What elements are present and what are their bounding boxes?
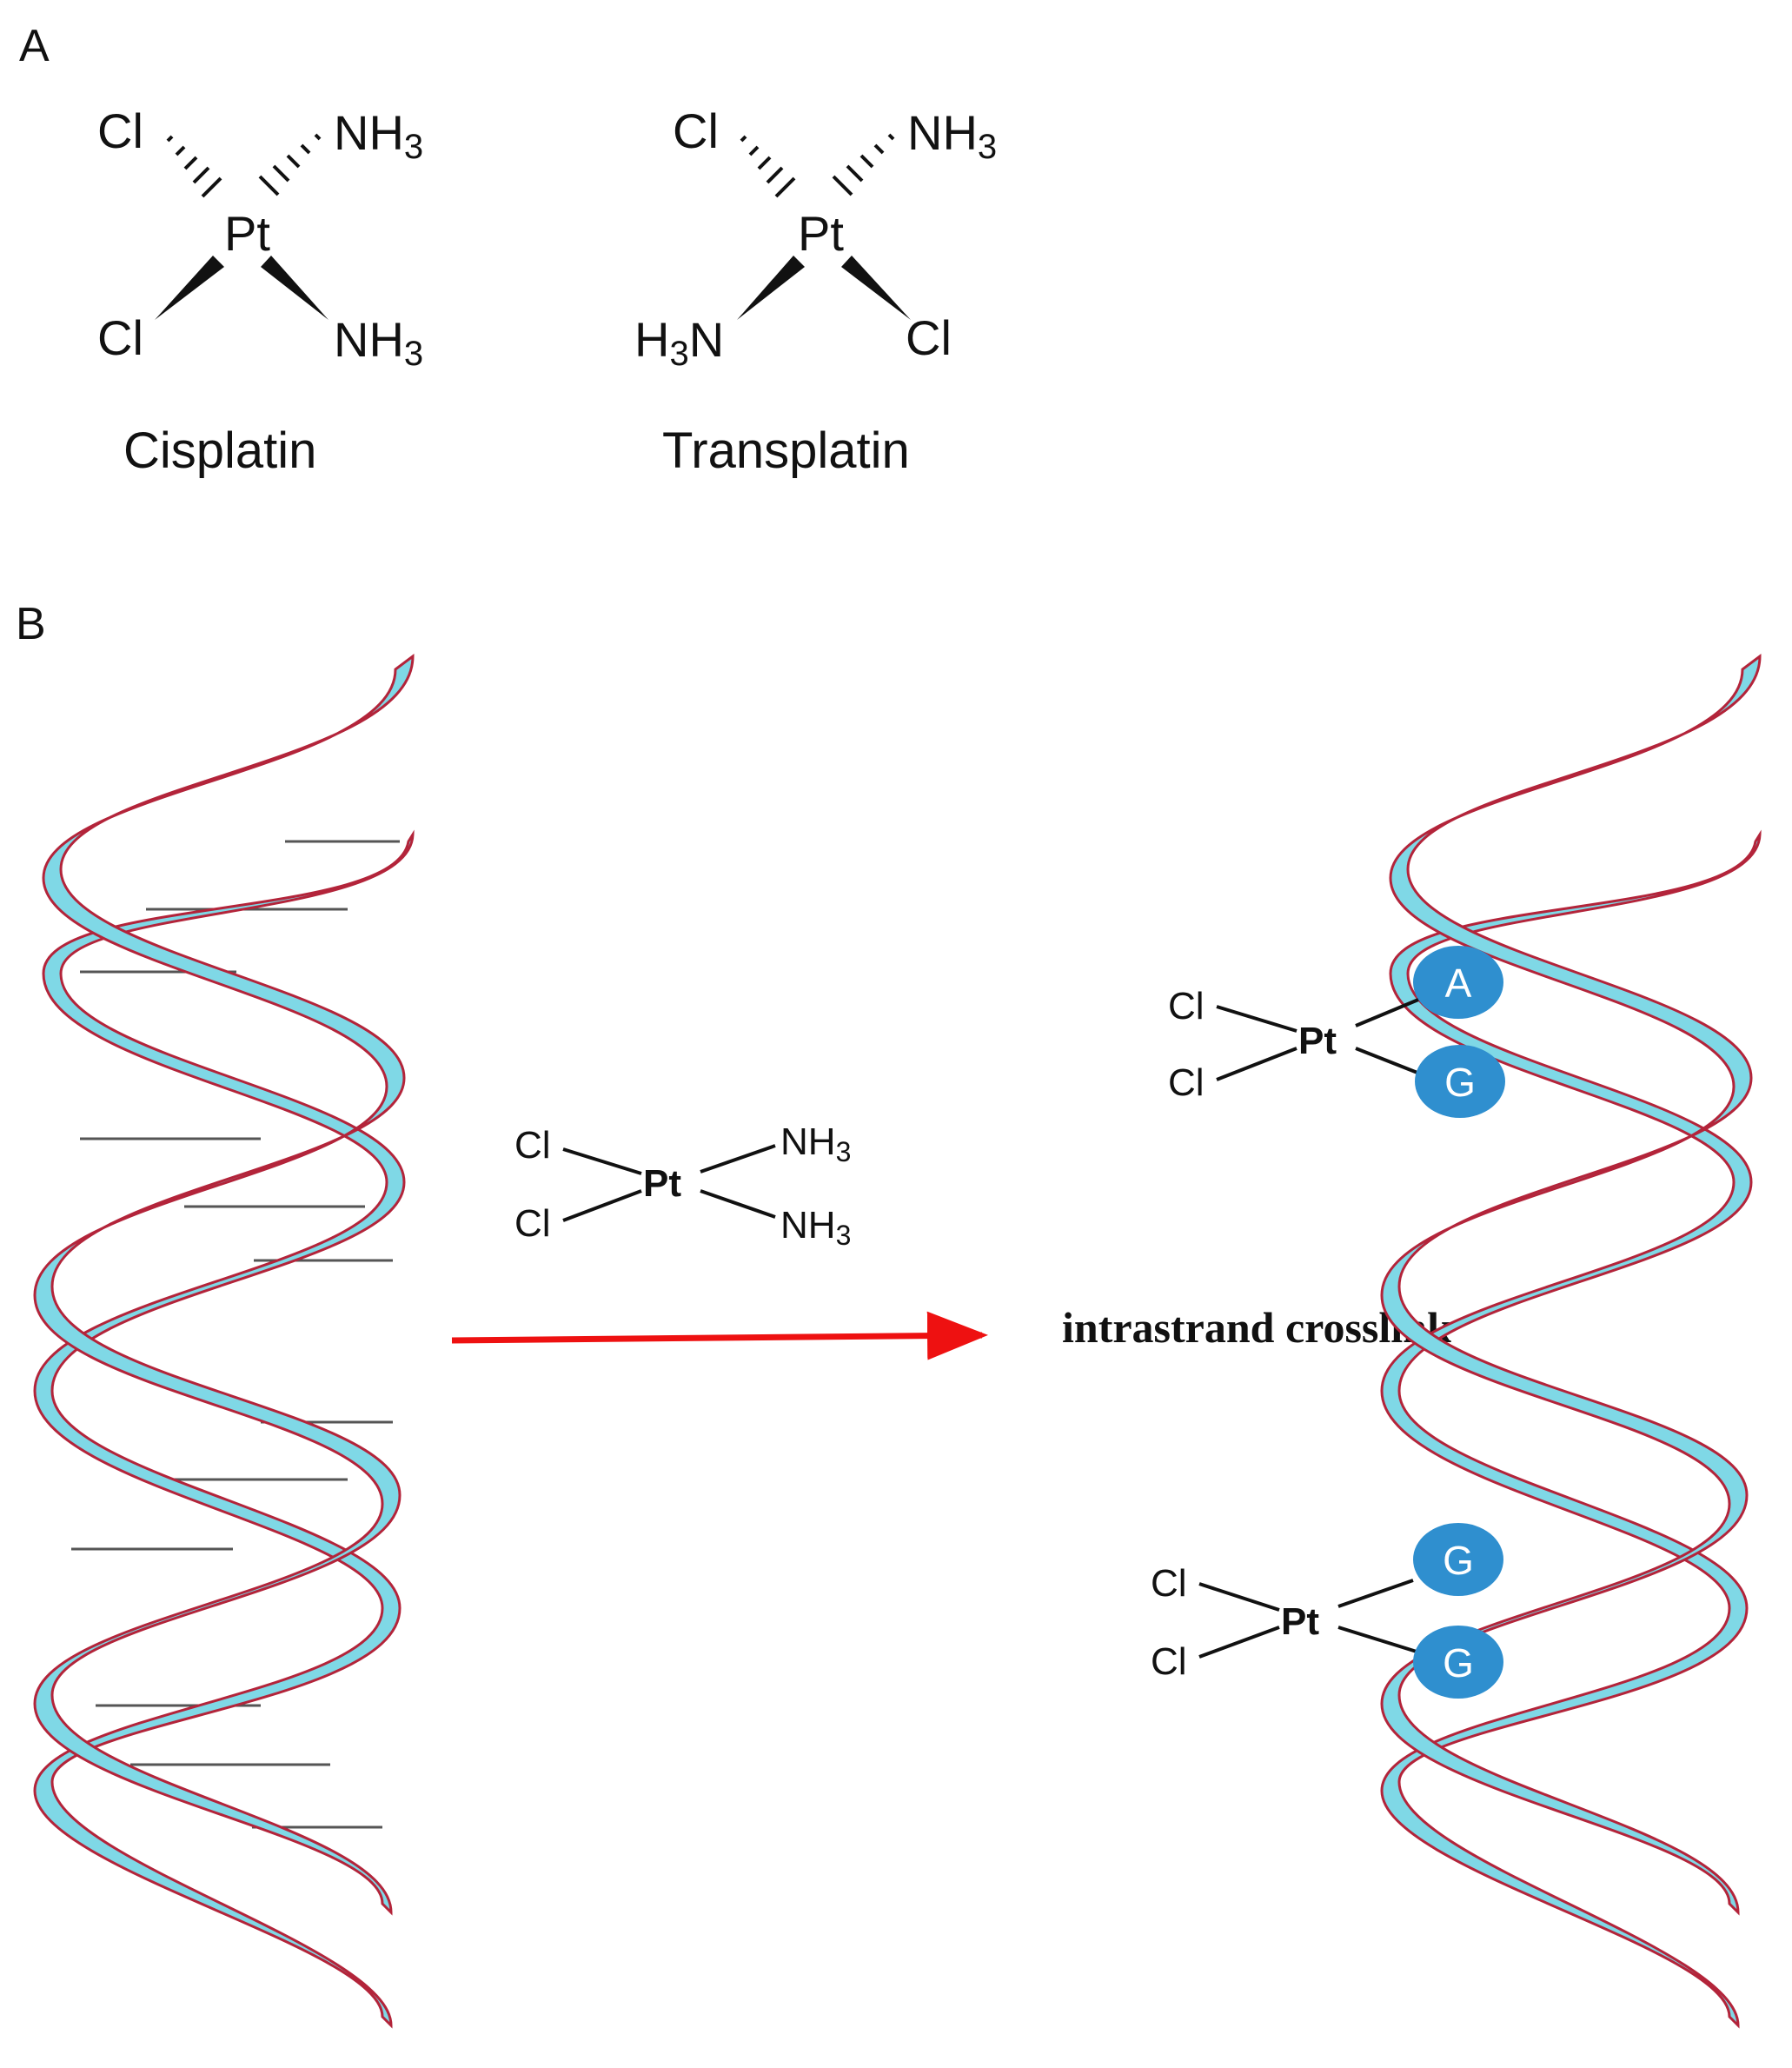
transplatin-hashed-bond-right (832, 133, 895, 196)
cisplatin-structure: Cl NH3 Pt Cl NH3 Cisplatin (97, 103, 423, 479)
cisplatin-name: Cisplatin (123, 422, 316, 479)
base-g-label-bottom-1: G (1443, 1538, 1474, 1583)
dna-strand-front (33, 653, 415, 1916)
transplatin-h3n-bottom-left: H3N (634, 312, 724, 373)
base-g-circle-bottom-2 (1413, 1626, 1503, 1699)
base-a-circle (1413, 946, 1503, 1019)
cisplatin-pt: Pt (224, 206, 270, 261)
adduct-bottom-pt: Pt (1281, 1600, 1319, 1643)
base-g-circle-top (1415, 1045, 1505, 1118)
transplatin-wedge-bond-right (841, 256, 911, 320)
reaction-arrow (451, 1311, 988, 1360)
adduct-bottom-pt-gg: Cl Cl Pt G G (1151, 1523, 1503, 1699)
cisplatin-hashed-bond-right (258, 133, 322, 196)
transplatin-cl-top-left: Cl (673, 103, 719, 158)
reagent-cisplatin: Cl Cl Pt NH3 NH3 (514, 1120, 851, 1251)
transplatin-name: Transplatin (662, 422, 910, 479)
adduct-bottom-bonds (1198, 1579, 1417, 1659)
adduct-top-pt-ag: Cl Cl Pt A G (1168, 946, 1505, 1118)
transplatin-structure: Cl NH3 Pt H3N Cl Transplatin (634, 103, 997, 479)
cisplatin-wedge-bond-left (155, 256, 224, 320)
transplatin-cl-bottom-right: Cl (906, 310, 952, 365)
adduct-top-cl-2: Cl (1168, 1061, 1205, 1104)
transplatin-hashed-bond-left (740, 135, 796, 198)
dna-helix-crosslinked (1380, 653, 1762, 2029)
dna-helix-untreated (33, 653, 415, 2029)
transplatin-pt: Pt (798, 206, 844, 261)
reagent-cl-top: Cl (514, 1124, 551, 1167)
cisplatin-hashed-bond-left (166, 135, 222, 198)
panel-a-label: A (19, 21, 50, 71)
transplatin-nh3-top-right: NH3 (907, 105, 997, 166)
dna-strand-back (33, 829, 415, 2029)
adduct-top-cl-1: Cl (1168, 985, 1205, 1027)
reagent-cl-bottom: Cl (514, 1202, 551, 1245)
cisplatin-wedge-bond-right (261, 256, 329, 320)
adduct-top-bonds (1216, 998, 1423, 1081)
cisplatin-cl-bottom-left: Cl (97, 310, 143, 365)
cisplatin-nh3-bottom-right: NH3 (334, 312, 423, 373)
reagent-nh3-bottom: NH3 (780, 1204, 851, 1251)
reagent-nh3-top: NH3 (780, 1120, 851, 1167)
adduct-bottom-cl-2: Cl (1151, 1640, 1187, 1683)
transplatin-wedge-bond-left (737, 256, 805, 320)
dna-strand-front-right (1380, 653, 1762, 1916)
cisplatin-cl-top-left: Cl (97, 103, 143, 158)
base-g-circle-bottom-1 (1413, 1523, 1503, 1596)
reagent-bonds (562, 1144, 776, 1222)
panel-b-label: B (16, 599, 46, 649)
cisplatin-nh3-top-right: NH3 (334, 105, 423, 166)
adduct-top-pt: Pt (1298, 1020, 1337, 1062)
base-g-label-bottom-2: G (1443, 1640, 1474, 1686)
base-g-label-top: G (1444, 1060, 1476, 1105)
reagent-pt: Pt (643, 1162, 681, 1205)
adduct-bottom-cl-1: Cl (1151, 1562, 1187, 1605)
dna-strand-back-right (1380, 829, 1762, 2029)
base-a-label: A (1445, 961, 1472, 1006)
